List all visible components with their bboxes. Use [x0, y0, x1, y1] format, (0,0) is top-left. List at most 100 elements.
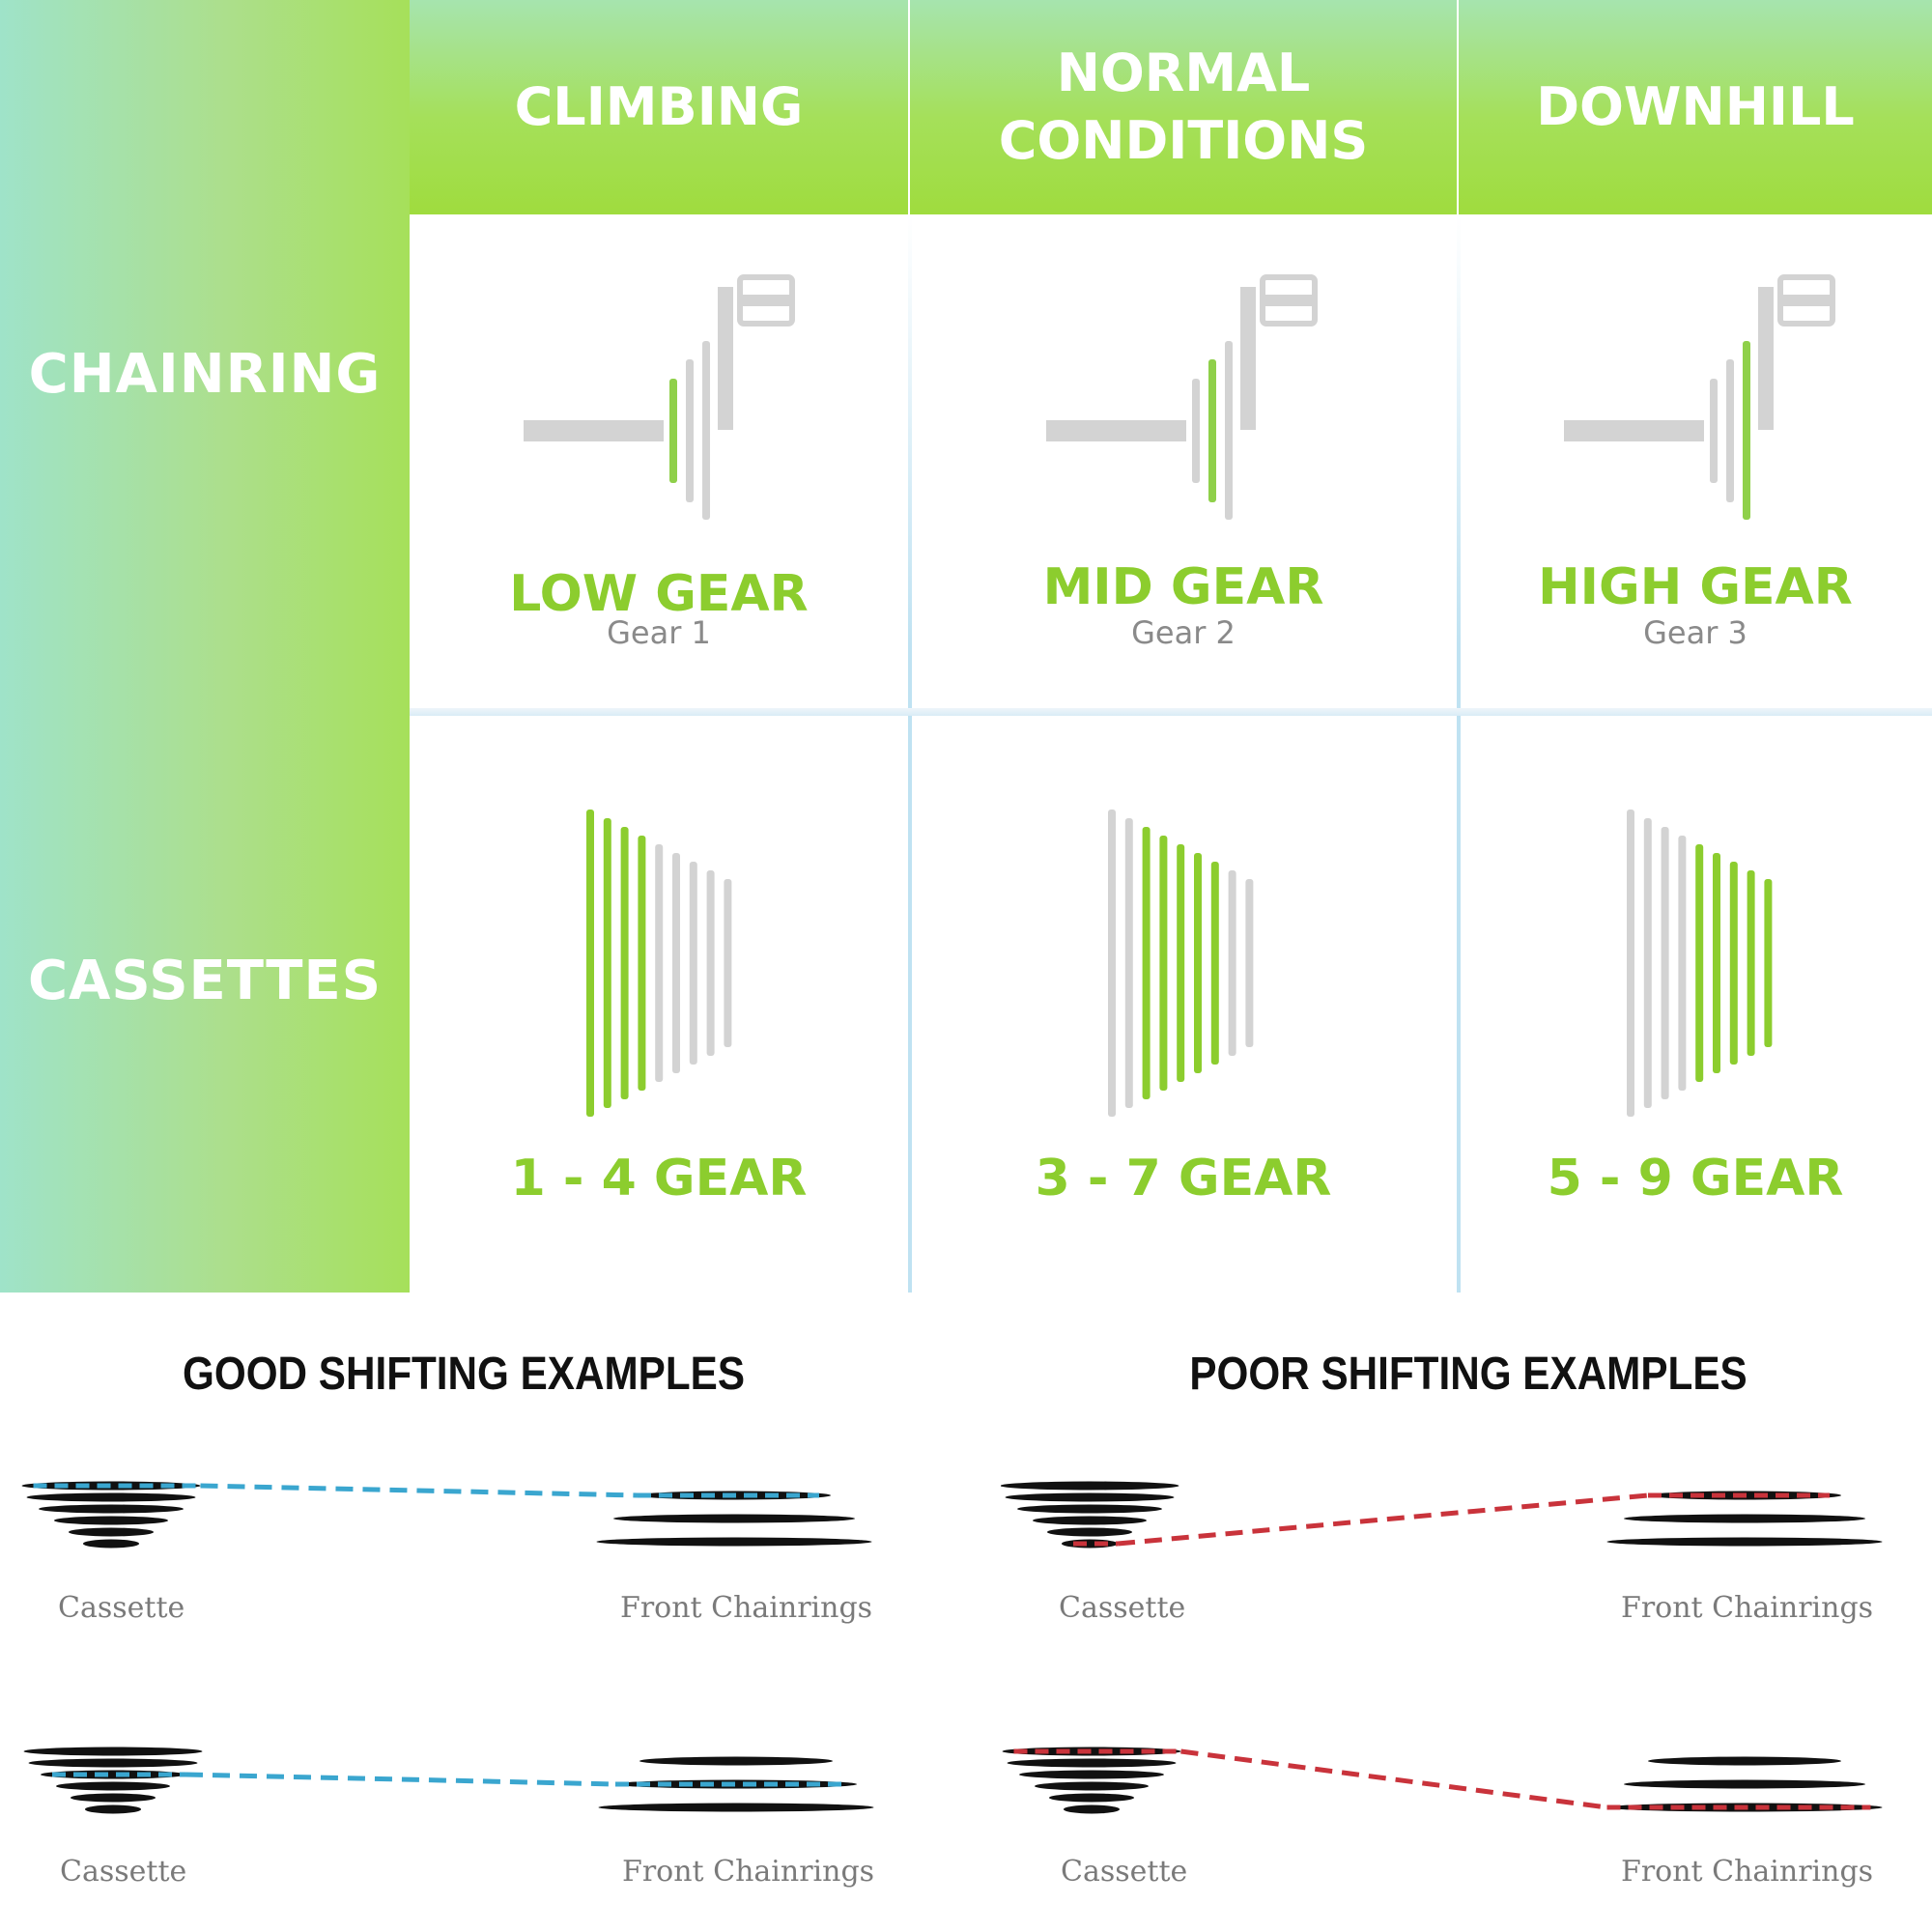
- chainring-low-title: LOW GEAR: [509, 565, 809, 623]
- gear-disc: [1035, 1781, 1149, 1791]
- front-chainrings-label: Front Chainrings: [620, 1591, 873, 1625]
- cassette-cog: [672, 853, 680, 1073]
- chainring-mid: [1726, 359, 1734, 502]
- chainring-large: [702, 341, 710, 520]
- gear-disc: [1648, 1756, 1841, 1766]
- gear-disc: [1624, 1779, 1865, 1789]
- cassette-climbing-icon: [586, 810, 732, 1117]
- cassette-cog: [1142, 827, 1151, 1099]
- chainring-mid-icon: [1046, 274, 1318, 520]
- cassette-cog: [1228, 870, 1236, 1056]
- good-shifting-title: GOOD SHIFTING EXAMPLES: [182, 1349, 746, 1400]
- crank-arm: [1564, 420, 1704, 441]
- chain-line: [1117, 1492, 1649, 1547]
- gear-disc: [69, 1527, 154, 1537]
- chainring-mid: [1208, 359, 1216, 502]
- crank-spindle: [1240, 287, 1256, 430]
- chainring-small: [669, 379, 677, 483]
- poor-example-1-diagram: [1001, 1481, 1883, 1548]
- chainring-mid-title: MID GEAR: [1042, 558, 1324, 616]
- gear-disc: [1017, 1504, 1162, 1514]
- crank-arm: [1046, 420, 1186, 441]
- cassette-cog: [586, 810, 594, 1117]
- column-header-climbing: CLIMBING: [410, 0, 908, 214]
- row-header-cassettes: CASSETTES: [0, 710, 410, 1293]
- cassette-cog: [638, 836, 646, 1091]
- chainring-high-icon: [1564, 274, 1835, 520]
- gear-disc: [71, 1793, 156, 1803]
- gear-disc: [1624, 1514, 1865, 1523]
- cassette-cog: [706, 870, 715, 1056]
- cassette-cog: [1159, 836, 1168, 1091]
- cassette-cog: [1194, 853, 1202, 1073]
- cassette-cog: [655, 844, 664, 1082]
- cassette-cog: [1747, 870, 1755, 1056]
- crank-spindle: [1758, 287, 1774, 430]
- front-chainrings-label: Front Chainrings: [622, 1855, 875, 1889]
- gear-disc: [56, 1781, 170, 1791]
- gear-disc: [598, 1803, 874, 1812]
- good-example-2-diagram: [23, 1747, 874, 1814]
- cassette-label: Cassette: [60, 1855, 187, 1889]
- cassette-cog: [1177, 844, 1185, 1082]
- gear-disc: [596, 1537, 872, 1547]
- cassette-cog: [1729, 862, 1738, 1065]
- front-chainrings-label: Front Chainrings: [1621, 1591, 1874, 1625]
- gear-disc: [639, 1756, 833, 1766]
- cassette-cog: [1245, 879, 1254, 1047]
- pedal-bar: [1263, 295, 1315, 306]
- cassette-cog: [1643, 818, 1652, 1108]
- cassette-cog: [1713, 853, 1720, 1073]
- cassette-label: Cassette: [58, 1591, 185, 1625]
- column-divider: [1457, 214, 1461, 1293]
- cassette-cog: [1210, 862, 1219, 1065]
- crank-spindle: [718, 287, 733, 430]
- chainring-high-subtitle: Gear 3: [1643, 614, 1747, 651]
- gear-disc: [26, 1492, 196, 1502]
- gear-disc: [54, 1516, 168, 1525]
- row-label-cassettes: CASSETTES: [27, 950, 383, 1012]
- chainring-large: [1743, 341, 1750, 520]
- front-chainrings-label: Front Chainrings: [1621, 1855, 1874, 1889]
- gear-disc: [1047, 1527, 1132, 1537]
- pedal-bar: [740, 295, 792, 306]
- crank-arm: [524, 420, 664, 441]
- row-divider: [410, 708, 1932, 716]
- chainring-low-icon: [524, 274, 795, 520]
- chainring-large: [1225, 341, 1233, 520]
- cassette-cog: [1627, 810, 1634, 1117]
- row-header-chainring: CHAINRING: [0, 0, 410, 710]
- cassette-cog: [1695, 844, 1704, 1082]
- cassette-downhill-icon: [1627, 810, 1773, 1117]
- gear-disc: [1062, 1539, 1118, 1548]
- gear-disc: [1019, 1770, 1164, 1779]
- cassette-cog: [1124, 818, 1133, 1108]
- cassette-cog: [1661, 827, 1669, 1099]
- cassette-cog: [603, 818, 611, 1108]
- cassette-label: Cassette: [1059, 1591, 1186, 1625]
- gear-disc: [1064, 1804, 1120, 1814]
- chainring-mid: [686, 359, 694, 502]
- column-header-normal-conditions: NORMAL CONDITIONS: [910, 0, 1457, 214]
- gear-disc: [1606, 1537, 1883, 1547]
- cassette-cog: [620, 827, 629, 1099]
- chainring-high-title: HIGH GEAR: [1538, 558, 1853, 616]
- good-example-1-diagram: [21, 1481, 872, 1548]
- poor-shifting-title: POOR SHIFTING EXAMPLES: [1189, 1349, 1747, 1400]
- cassette-label: Cassette: [1061, 1855, 1188, 1889]
- poor-example-2-diagram: [1002, 1747, 1883, 1814]
- cassette-cog: [1764, 879, 1773, 1047]
- chain-line: [185, 1772, 616, 1787]
- pedal-bar: [1780, 295, 1833, 306]
- cassette-downhill-title: 5 - 9 GEAR: [1547, 1150, 1844, 1208]
- chain-line: [200, 1483, 639, 1498]
- gear-disc: [1005, 1492, 1175, 1502]
- column-divider: [908, 214, 912, 1293]
- gear-disc: [1007, 1758, 1177, 1768]
- gear-disc: [1049, 1793, 1134, 1803]
- row-label-chainring: CHAINRING: [28, 343, 382, 406]
- gear-disc: [85, 1804, 141, 1814]
- gear-disc: [1001, 1481, 1179, 1491]
- gear-disc: [23, 1747, 203, 1756]
